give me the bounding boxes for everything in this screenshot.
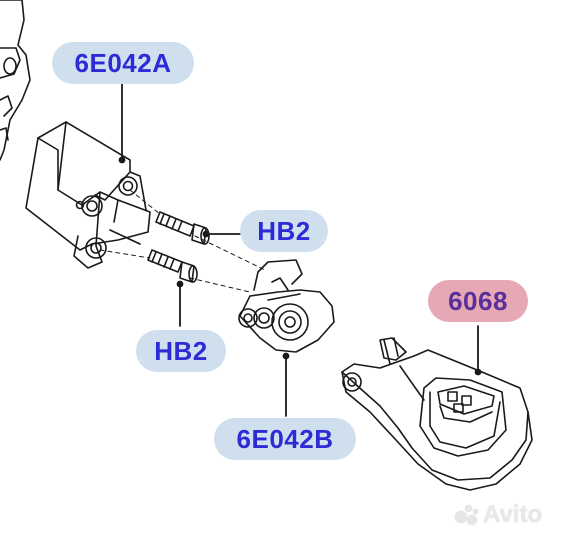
engine-block-fragment: [0, 0, 31, 161]
avito-logo-icon: [455, 503, 479, 527]
bolt-lower: [147, 249, 198, 283]
label-hb2-lower[interactable]: HB2: [136, 330, 226, 372]
label-6e042b[interactable]: 6E042B: [214, 418, 356, 460]
label-hb2-upper[interactable]: HB2: [240, 210, 328, 252]
avito-watermark: Avito: [455, 501, 542, 529]
transmission-mount: [341, 337, 533, 491]
label-6068[interactable]: 6068: [428, 280, 528, 322]
watermark-text: Avito: [483, 501, 543, 528]
bolt-upper: [155, 211, 210, 245]
engine-mount-bracket: [25, 121, 151, 269]
leader-lines: [118, 83, 482, 417]
label-6e042a[interactable]: 6E042A: [52, 42, 194, 84]
bushing-part: [238, 259, 335, 353]
alignment-lines: [99, 189, 266, 293]
